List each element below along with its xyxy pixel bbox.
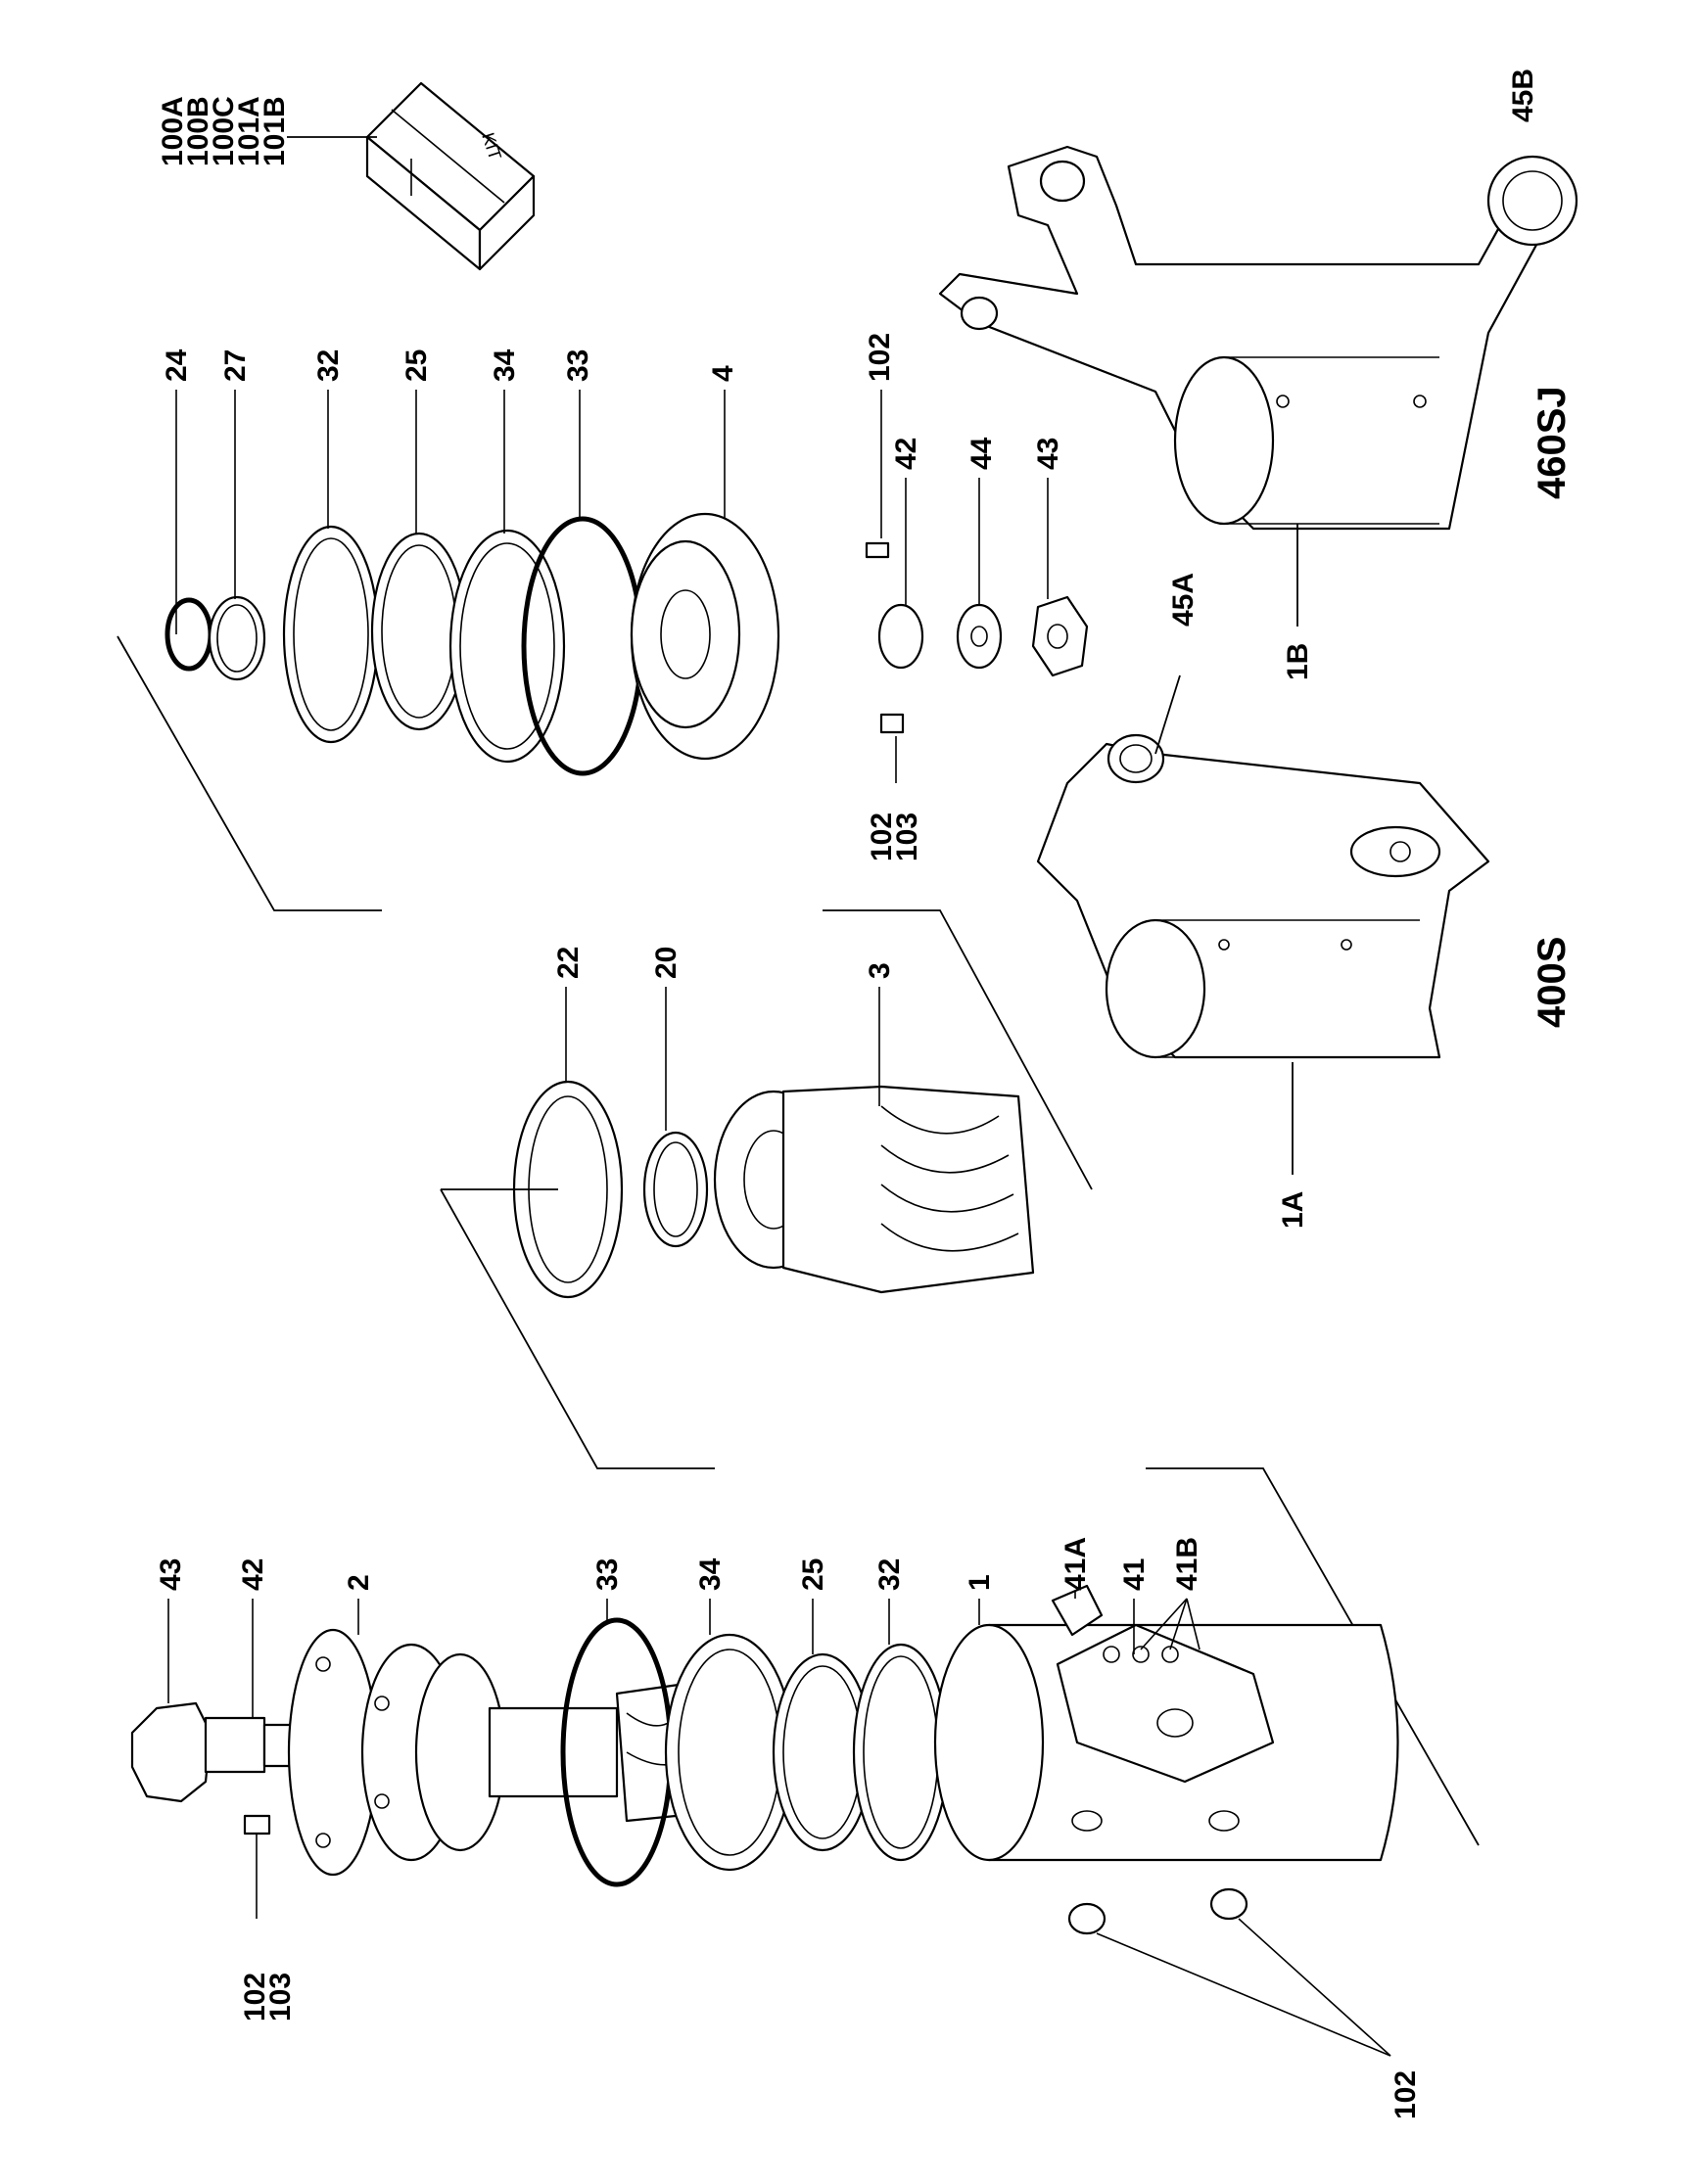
label-100C: 100C	[208, 96, 240, 166]
label-44-top: 44	[965, 437, 998, 470]
top-row-labels: 24 27 32 25 34 33 4 102 42 44 43 102 103	[161, 333, 1064, 861]
label-group-45B: 45B	[1507, 69, 1539, 122]
label-2-bottom: 2	[343, 1574, 375, 1591]
label-102-bottom-right: 102	[1389, 2070, 1422, 2119]
top-seal-stack	[165, 512, 1089, 776]
label-27: 27	[219, 349, 252, 382]
kit-box: KIT	[365, 81, 536, 271]
label-102-lower: 102	[866, 813, 898, 861]
label-102-bottom-left: 102	[239, 1973, 271, 2021]
label-20: 20	[650, 947, 683, 979]
middle-row-labels: 22 20 3	[552, 947, 896, 1131]
label-101B: 101B	[259, 96, 291, 166]
bracket-400S	[1036, 733, 1490, 1059]
label-42-bottom: 42	[237, 1558, 269, 1591]
label-4: 4	[707, 365, 739, 382]
model-label-400S: 400S	[1530, 937, 1574, 1028]
label-22: 22	[552, 947, 585, 979]
label-101A: 101A	[233, 96, 265, 166]
middle-gear-stack	[512, 1080, 1035, 1299]
label-100A: 100A	[157, 96, 189, 166]
bottom-cylinder-assembly	[130, 1584, 1399, 1935]
label-25-bottom: 25	[797, 1558, 829, 1591]
label-41-bottom: 41	[1118, 1558, 1151, 1591]
label-34-bottom: 34	[694, 1557, 727, 1591]
bottom-row-labels: 43 42 2 33 34 25 32 1 41A 41 41B 102 103…	[155, 1537, 1422, 2119]
label-25: 25	[400, 349, 433, 382]
label-100B: 100B	[182, 96, 214, 166]
label-103-bottom-left: 103	[264, 1973, 297, 2021]
label-33-bottom: 33	[591, 1558, 624, 1591]
label-45B: 45B	[1507, 69, 1539, 122]
label-group-45A: 45A	[1154, 573, 1200, 755]
label-42-top: 42	[890, 438, 922, 470]
label-24: 24	[161, 349, 193, 382]
label-1A: 1A	[1277, 1191, 1309, 1229]
label-102-top: 102	[864, 333, 896, 382]
kit-part-numbers: 100A 100B 100C 101A 101B	[157, 96, 377, 166]
label-32-bottom: 32	[873, 1558, 906, 1591]
label-43-bottom: 43	[155, 1558, 187, 1591]
label-34: 34	[489, 349, 521, 382]
model-label-460SJ: 460SJ	[1530, 386, 1574, 499]
label-33: 33	[562, 349, 594, 382]
label-41A-bottom: 41A	[1059, 1537, 1092, 1591]
label-43-top: 43	[1032, 438, 1064, 470]
label-41B-bottom: 41B	[1171, 1537, 1203, 1591]
label-45A: 45A	[1167, 573, 1200, 627]
label-3: 3	[864, 962, 896, 979]
label-32: 32	[312, 349, 345, 382]
label-1-bottom: 1	[964, 1574, 996, 1591]
label-103-lower: 103	[891, 813, 923, 861]
label-1B: 1B	[1282, 643, 1314, 680]
bracket-460SJ	[938, 145, 1578, 531]
